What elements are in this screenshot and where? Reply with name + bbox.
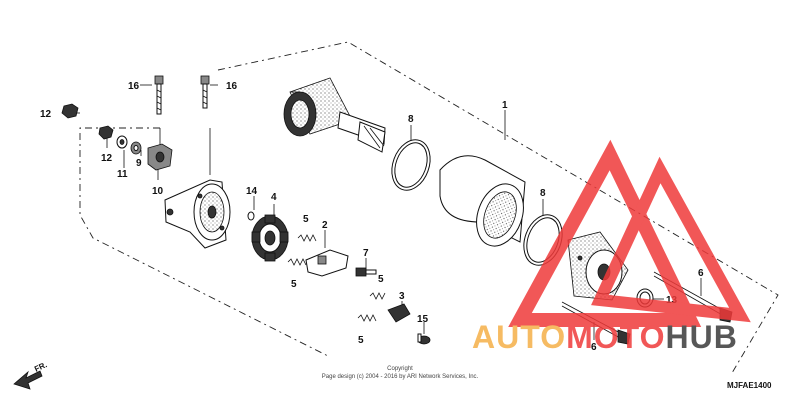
callout: 16 (226, 81, 238, 92)
callout: 12 (40, 109, 52, 120)
callout: 5 (358, 335, 364, 346)
bolt-16-left[interactable] (154, 75, 164, 115)
screw-15[interactable] (417, 333, 431, 345)
callout: 4 (271, 192, 277, 203)
watermark-text-hub: HUB (665, 319, 737, 355)
callout: 2 (322, 220, 328, 231)
svg-text:AUTOMOTOHUB: AUTOMOTOHUB (472, 319, 738, 355)
diagram-code: MJFAE1400 (727, 381, 772, 390)
callout: 11 (117, 169, 128, 180)
bolt-16-right[interactable] (200, 75, 210, 109)
nut-12-upper[interactable] (61, 103, 79, 119)
callout: 1 (502, 100, 508, 111)
yoke-housing[interactable] (439, 155, 532, 253)
watermark-text-moto: MOTO (566, 319, 665, 355)
front-cover[interactable] (164, 179, 231, 249)
spring-5-a[interactable] (297, 234, 317, 242)
callout: 8 (408, 114, 414, 125)
terminal-10[interactable] (147, 143, 173, 171)
callout: 3 (399, 291, 405, 302)
washer-9[interactable] (130, 141, 142, 155)
callout: 8 (540, 188, 546, 199)
bolt-7[interactable] (355, 267, 377, 277)
spring-5-c[interactable] (369, 292, 386, 300)
o-ring-14[interactable] (247, 211, 255, 221)
callout: 12 (101, 153, 113, 164)
brush-holder-4[interactable] (251, 214, 289, 262)
watermark-triangle-icon (591, 156, 751, 323)
watermark-triangle-icon (508, 139, 702, 327)
watermark-logo: AUTOMOTOHUB (472, 139, 751, 355)
callouts: 1 2 3 4 5 5 5 5 6 6 7 8 8 9 10 11 12 12 … (40, 81, 704, 353)
front-direction-indicator: FR. (13, 360, 49, 390)
callout: 10 (152, 186, 164, 197)
callout: 15 (417, 314, 429, 325)
spring-5-d[interactable] (357, 314, 377, 322)
washer-11[interactable] (116, 135, 128, 149)
watermark-text-auto: AUTO (472, 319, 566, 355)
callout: 14 (246, 186, 258, 197)
callout: 13 (666, 295, 678, 306)
brush-3[interactable] (387, 303, 411, 323)
o-ring-8-left[interactable] (385, 134, 437, 195)
callout: 9 (136, 158, 142, 169)
copyright-line-2: Page design (c) 2004 - 2016 by ARI Netwo… (322, 374, 479, 380)
direction-label: FR. (33, 360, 48, 374)
brush-plate-2[interactable] (305, 249, 349, 277)
armature[interactable] (283, 77, 386, 153)
callout: 6 (698, 268, 704, 279)
callout: 6 (591, 342, 597, 353)
callout: 16 (128, 81, 140, 92)
nut-12-lower[interactable] (98, 125, 114, 140)
callout: 7 (363, 248, 369, 259)
callout: 5 (303, 214, 309, 225)
spring-5-b[interactable] (287, 258, 307, 266)
front-arrow-icon (13, 370, 43, 390)
callout: 5 (291, 279, 297, 290)
callout: 5 (378, 274, 384, 285)
copyright-line-1: Copyright (387, 366, 413, 372)
